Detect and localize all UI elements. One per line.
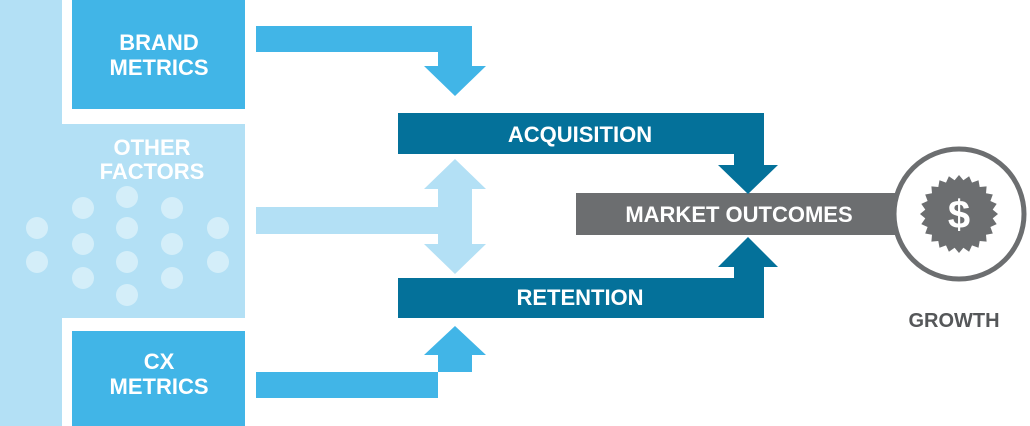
acquisition-retention-double-arrow: [424, 159, 486, 274]
growth-label: GROWTH: [908, 310, 999, 332]
dot: [116, 217, 138, 239]
other-factors-label-line2: FACTORS: [100, 159, 205, 184]
dollar-badge-icon: [920, 175, 998, 253]
other-factors-dots: [26, 186, 229, 306]
retention-box: [398, 237, 778, 318]
brand-metrics-box: [72, 0, 245, 109]
other-factors-label-line1: OTHER: [114, 135, 191, 160]
dot: [161, 197, 183, 219]
dot: [26, 251, 48, 273]
dot: [161, 267, 183, 289]
dot: [26, 217, 48, 239]
dot: [207, 217, 229, 239]
dot: [161, 233, 183, 255]
dot: [116, 186, 138, 208]
dot: [116, 284, 138, 306]
dot: [72, 267, 94, 289]
dot: [72, 233, 94, 255]
brand-metrics-label-line2: METRICS: [110, 55, 209, 80]
retention-label: RETENTION: [516, 285, 643, 310]
acquisition-label: ACQUISITION: [508, 122, 652, 147]
acquisition-box: [398, 113, 778, 194]
market-outcomes-label: MARKET OUTCOMES: [625, 202, 852, 227]
cx-metrics-box: [72, 331, 245, 426]
cx-metrics-label-line2: METRICS: [110, 374, 209, 399]
cx-metrics-label-line1: CX: [144, 349, 175, 374]
dot: [116, 251, 138, 273]
brand-metrics-label-line1: BRAND: [119, 30, 198, 55]
market-outcomes-box: [576, 193, 916, 235]
dollar-sign: $: [948, 193, 970, 237]
dot: [72, 197, 94, 219]
cx-to-retention-arrow: [256, 326, 486, 398]
brand-to-acquisition-arrow: [256, 26, 486, 96]
dot: [207, 251, 229, 273]
other-factors-connector: [256, 207, 438, 234]
